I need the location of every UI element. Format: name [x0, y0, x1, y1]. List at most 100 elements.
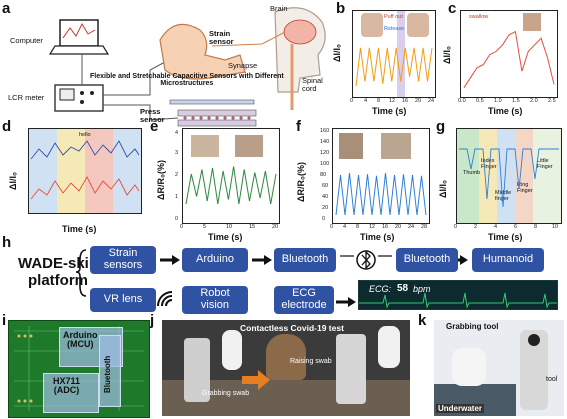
robot-left: [184, 338, 210, 402]
brain-label: Brain: [270, 4, 288, 13]
xlabel-g: Time (s): [488, 232, 523, 242]
xtick-g-0: 0: [454, 224, 458, 230]
pcb-board: Arduino (MCU) HX711 (ADC) Bluetooth: [8, 320, 150, 418]
xtick-f-0: 0: [330, 224, 334, 230]
hello-tag: hello: [79, 132, 91, 138]
robot-head: [528, 334, 540, 346]
band-g-thumb: [457, 129, 479, 223]
xtick-e-0: 0: [180, 224, 184, 230]
xtick-c-1: 0.5: [476, 98, 484, 104]
bluetooth-box-2: Bluetooth: [396, 248, 458, 272]
panel-label-i: i: [2, 312, 7, 329]
press-sensor-label: Press sensor: [140, 107, 165, 124]
finger-little: Little Finger: [537, 158, 553, 170]
xtick-b-2: 8: [377, 98, 381, 104]
robot-right: [336, 334, 366, 404]
finger-middle: Middle finger: [495, 190, 512, 202]
strain-sensors-box: Strain sensors: [90, 246, 156, 274]
xlabel-e: Time (s): [208, 232, 243, 242]
series-line: [355, 47, 433, 87]
xtick-b-0: 0: [350, 98, 354, 104]
grabbing-tool-photo: Grabbing tool tool Underwater: [434, 320, 564, 416]
ytick-f-6: 120: [320, 150, 330, 156]
wifi-icon: [157, 291, 173, 307]
spinal-cord-label: Spinal cord: [302, 76, 323, 93]
panel-label-a: a: [2, 0, 11, 17]
plot-e-area: [182, 128, 280, 224]
ecg-unit: bpm: [413, 284, 431, 294]
ytick-e-4: 4: [175, 130, 179, 136]
ytick-f-4: 80: [320, 172, 327, 178]
synapse-label: Synapse: [228, 61, 258, 70]
panel-label-b: b: [336, 0, 346, 17]
ytick-f-3: 60: [322, 183, 329, 189]
band-g-ring: [515, 129, 533, 223]
series-line: [185, 166, 277, 205]
panel-label-c: c: [448, 0, 457, 17]
ytick-e-1: 1: [175, 194, 179, 200]
xlabel-b: Time (s): [372, 106, 407, 116]
panel-label-k: k: [418, 312, 427, 329]
xtick-b-3: 12: [389, 98, 396, 104]
ytick-f-8: 160: [320, 128, 330, 134]
ytick-f-0: 0: [322, 216, 326, 222]
hx711-module: [43, 373, 99, 413]
series-line: [30, 176, 140, 200]
plot-g-area: Thumb Index Finger Middle finger Ring Fi…: [456, 128, 562, 224]
lcr-meter-label: LCR meter: [8, 93, 45, 102]
xtick-f-6: 24: [408, 224, 415, 230]
swallow-tag: swallow: [469, 14, 489, 20]
bluetooth-icon: [356, 250, 376, 270]
band-d-3: [85, 129, 113, 213]
plot-b-area: Puff out Release: [352, 10, 436, 98]
xtick-e-3: 15: [249, 224, 256, 230]
plot-c-area: swallow: [460, 10, 558, 98]
xtick-f-1: 4: [343, 224, 347, 230]
person-head: [266, 334, 306, 380]
panel-label-e: e: [150, 118, 159, 135]
face-photo-1: [361, 13, 383, 37]
covid-title: Contactless Covid-19 test: [240, 323, 344, 333]
finger-photo-2: [235, 135, 263, 157]
strain-sensor-label: Strain sensor: [209, 29, 234, 46]
knee-photo-1: [339, 133, 363, 159]
xtick-g-2: 4: [494, 224, 498, 230]
bluetooth-label: Bluetooth: [103, 355, 112, 393]
xtick-e-4: 20: [272, 224, 279, 230]
series-line: [463, 30, 555, 88]
band-g-middle: [497, 129, 515, 223]
glove-right: [378, 326, 400, 368]
arduino-box: Arduino: [182, 248, 248, 272]
ytick-e-2: 2: [175, 172, 179, 178]
line-f: [335, 172, 427, 216]
finger-index: Index Finger: [481, 158, 497, 170]
xtick-f-5: 20: [395, 224, 402, 230]
panel-label-f: f: [296, 118, 301, 135]
xtick-e-2: 10: [226, 224, 233, 230]
xtick-b-4: 16: [402, 98, 409, 104]
panel-label-j: j: [150, 312, 155, 329]
ecg-electrode-box: ECG electrode: [274, 286, 334, 314]
xtick-c-2: 1.0: [494, 98, 502, 104]
arduino-mcu-label: Arduino (MCU): [63, 330, 98, 350]
line-g: [459, 148, 559, 208]
computer-label: Computer: [10, 36, 43, 45]
grabbing-tool-title: Grabbing tool: [446, 322, 499, 331]
glove-left: [222, 330, 242, 370]
xtick-c-0: 0.0: [458, 98, 466, 104]
neck-photo: [523, 13, 541, 31]
tool-label: tool: [546, 376, 558, 383]
glove-hand: [452, 348, 486, 386]
panel-label-g: g: [436, 118, 446, 135]
xtick-b-6: 24: [428, 98, 435, 104]
panel-label-h: h: [2, 234, 12, 251]
grabbing-swab-label: Grabbing swab: [202, 390, 250, 397]
band-d-2: [57, 129, 85, 213]
xtick-f-7: 28: [421, 224, 428, 230]
series-line: [335, 172, 427, 216]
ytick-e-3: 3: [175, 150, 179, 156]
xlabel-d: Time (s): [62, 224, 97, 234]
plot-d-area: hello: [28, 128, 142, 214]
band-d-1: [29, 129, 57, 213]
hx711-label: HX711 (ADC): [53, 376, 81, 396]
